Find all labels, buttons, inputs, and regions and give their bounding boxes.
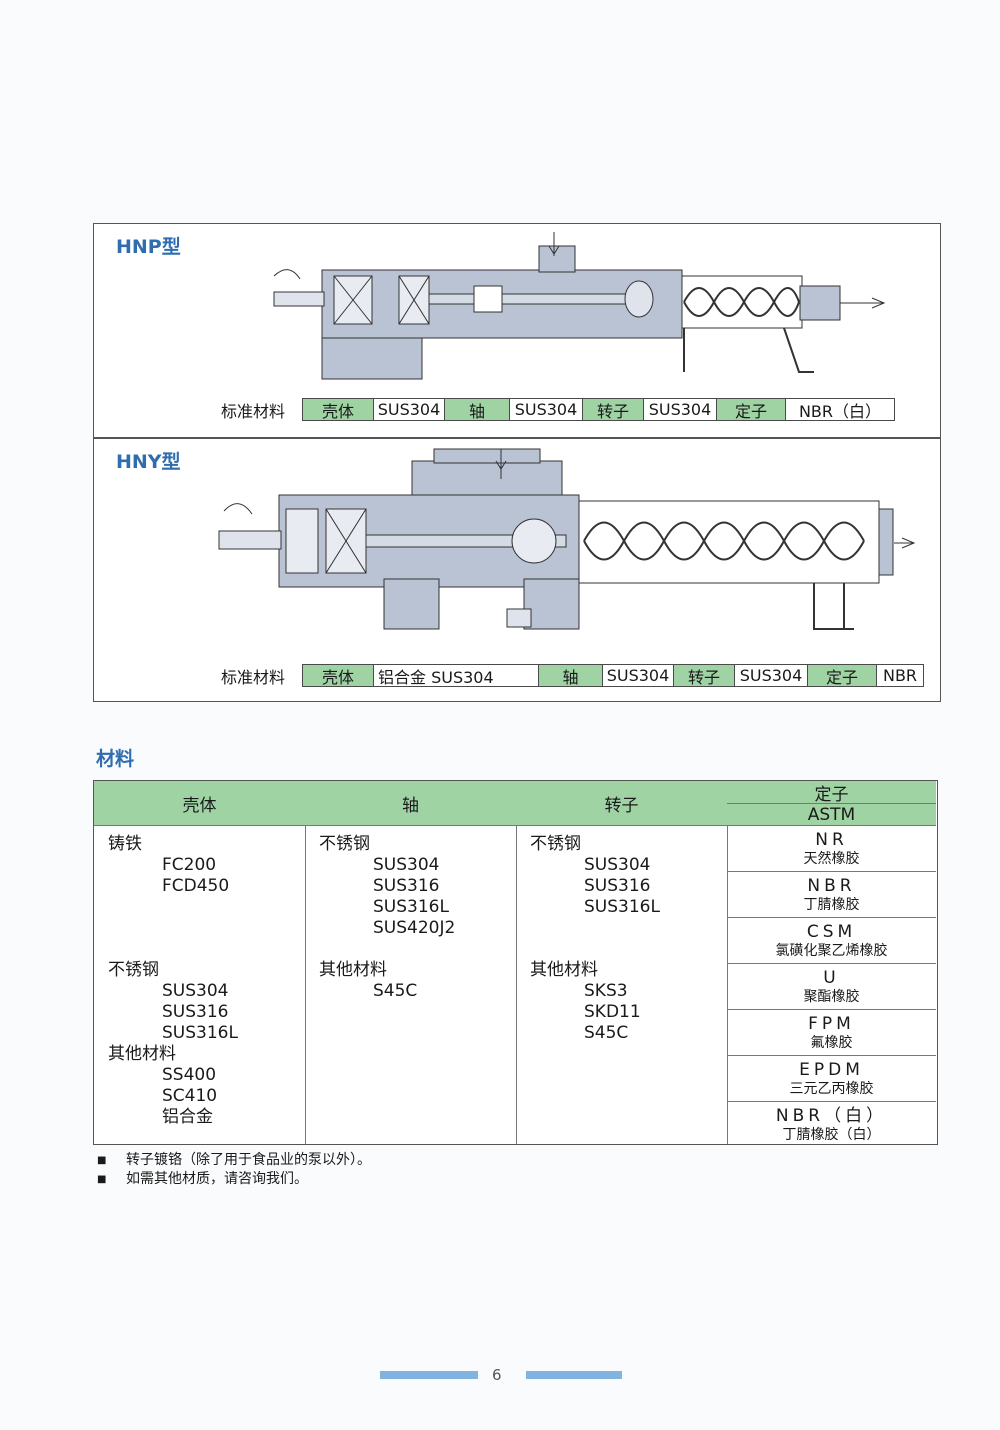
hnp-material-row: 标准材料 壳体 SUS304 轴 SUS304 转子 SUS304 定子 NBR… xyxy=(221,398,895,421)
hny-shaft-value: SUS304 xyxy=(602,664,674,687)
hnp-stator-value: NBR（白） xyxy=(785,398,895,421)
casing-column: 壳体 铸铁 FC200 FCD450 不锈钢 SUS304 SUS316 SUS… xyxy=(94,781,306,1144)
rotor-column: 转子 不锈钢 SUS304 SUS316 SUS316L 其他材料 SKS3 S… xyxy=(516,781,728,1144)
hny-rotor-label: 转子 xyxy=(673,664,735,687)
stator-name: 丁腈橡胶（白） xyxy=(782,1126,881,1143)
rotor-group-name: 其他材料 xyxy=(530,960,598,980)
hnp-title: HNP型 xyxy=(116,236,181,258)
casing-header: 壳体 xyxy=(94,781,305,826)
hny-standard-material-label: 标准材料 xyxy=(221,667,286,687)
shaft-group-name: 不锈钢 xyxy=(319,834,370,854)
hnp-casing-label: 壳体 xyxy=(302,398,374,421)
stator-name: 丁腈橡胶 xyxy=(803,896,860,913)
hnp-standard-material-label: 标准材料 xyxy=(221,401,286,421)
hny-stator-label: 定子 xyxy=(807,664,877,687)
stator-item: NBR 丁腈橡胶 xyxy=(727,872,936,918)
footer-bar-right xyxy=(526,1371,622,1379)
stator-code: U xyxy=(823,967,840,988)
stator-subheader: ASTM xyxy=(727,804,936,826)
stator-item: CSM 氯磺化聚乙烯橡胶 xyxy=(727,918,936,964)
rotor-group-name: 不锈钢 xyxy=(530,834,581,854)
casing-item: 铝合金 xyxy=(162,1107,213,1127)
shaft-group-name: 其他材料 xyxy=(319,960,387,980)
shaft-item: SUS420J2 xyxy=(373,918,456,938)
casing-item: SS400 xyxy=(162,1065,217,1085)
hny-casing-value: 铝合金 SUS304 xyxy=(373,664,539,687)
rotor-item: SUS316 xyxy=(584,876,651,896)
stator-name: 三元乙丙橡胶 xyxy=(789,1080,874,1097)
hnp-stator-label: 定子 xyxy=(716,398,786,421)
bullet-icon: ■ xyxy=(97,1174,107,1185)
stator-code: EPDM xyxy=(799,1059,864,1080)
stator-item: NBR（白） 丁腈橡胶（白） xyxy=(727,1102,936,1147)
casing-group-name: 其他材料 xyxy=(108,1044,176,1064)
shaft-item: SUS316L xyxy=(373,897,449,917)
stator-item: FPM 氟橡胶 xyxy=(727,1010,936,1056)
stator-item: U 聚酯橡胶 xyxy=(727,964,936,1010)
note-text: 如需其他材质，请咨询我们。 xyxy=(126,1171,308,1187)
stator-code: NR xyxy=(815,829,848,850)
stator-code: NBR（白） xyxy=(775,1105,888,1126)
hny-stator-value: NBR xyxy=(876,664,924,687)
casing-item: FCD450 xyxy=(162,876,230,896)
materials-section-title: 材料 xyxy=(96,748,135,770)
stator-header: 定子 xyxy=(727,781,936,805)
hnp-casing-value: SUS304 xyxy=(373,398,445,421)
stator-column: 定子 ASTM NR 天然橡胶 NBR 丁腈橡胶 CSM 氯磺化聚乙烯橡胶 U … xyxy=(727,781,936,1144)
casing-item: SUS304 xyxy=(162,981,229,1001)
casing-item: SC410 xyxy=(162,1086,218,1106)
hnp-shaft-value: SUS304 xyxy=(509,398,583,421)
stator-name: 聚酯橡胶 xyxy=(803,988,860,1005)
stator-code: FPM xyxy=(808,1013,855,1034)
rotor-item: SKS3 xyxy=(584,981,628,1001)
note-text: 转子镀铬（除了用于食品业的泵以外）。 xyxy=(126,1152,371,1168)
stator-name: 氯磺化聚乙烯橡胶 xyxy=(775,942,888,959)
hnp-pump-diagram xyxy=(273,232,886,380)
hny-rotor-value: SUS304 xyxy=(734,664,808,687)
footer-bar-left xyxy=(380,1371,478,1379)
casing-item: FC200 xyxy=(162,855,217,875)
note-item: ■ 转子镀铬（除了用于食品业的泵以外）。 xyxy=(97,1151,371,1170)
casing-item: SUS316L xyxy=(162,1023,238,1043)
shaft-item: S45C xyxy=(373,981,418,1001)
hny-casing-label: 壳体 xyxy=(302,664,374,687)
stator-code: NBR xyxy=(807,875,856,896)
rotor-header: 转子 xyxy=(516,781,727,826)
shaft-item: SUS304 xyxy=(373,855,440,875)
stator-name: 氟橡胶 xyxy=(810,1034,853,1051)
hnp-rotor-value: SUS304 xyxy=(643,398,717,421)
hny-title: HNY型 xyxy=(116,451,181,473)
page-number: 6 xyxy=(492,1366,502,1384)
rotor-item: SUS316L xyxy=(584,897,660,917)
rotor-item: SKD11 xyxy=(584,1002,641,1022)
hny-pump-diagram xyxy=(218,448,916,630)
note-item: ■ 如需其他材质，请咨询我们。 xyxy=(97,1170,371,1189)
stator-item: EPDM 三元乙丙橡胶 xyxy=(727,1056,936,1102)
shaft-item: SUS316 xyxy=(373,876,440,896)
bullet-icon: ■ xyxy=(97,1155,107,1166)
stator-item: NR 天然橡胶 xyxy=(727,826,936,872)
rotor-item: S45C xyxy=(584,1023,629,1043)
hnp-shaft-label: 轴 xyxy=(444,398,510,421)
hnp-rotor-label: 转子 xyxy=(582,398,644,421)
stator-code: CSM xyxy=(806,921,857,942)
hny-panel: HNY型 标准材料 壳体 铝合金 SUS304 xyxy=(93,438,941,702)
materials-table: 壳体 铸铁 FC200 FCD450 不锈钢 SUS304 SUS316 SUS… xyxy=(93,780,938,1145)
notes-list: ■ 转子镀铬（除了用于食品业的泵以外）。 ■ 如需其他材质，请咨询我们。 xyxy=(97,1151,371,1189)
stator-name: 天然橡胶 xyxy=(803,850,860,867)
hnp-panel: HNP型 标准材料 壳体 SUS304 xyxy=(93,223,941,438)
casing-group-name: 铸铁 xyxy=(108,834,142,854)
shaft-header: 轴 xyxy=(305,781,516,826)
shaft-column: 轴 不锈钢 SUS304 SUS316 SUS316L SUS420J2 其他材… xyxy=(305,781,517,1144)
casing-group-name: 不锈钢 xyxy=(108,960,159,980)
hny-shaft-label: 轴 xyxy=(538,664,603,687)
casing-item: SUS316 xyxy=(162,1002,229,1022)
hny-material-row: 标准材料 壳体 铝合金 SUS304 轴 SUS304 转子 SUS304 定子… xyxy=(221,664,924,687)
rotor-item: SUS304 xyxy=(584,855,651,875)
